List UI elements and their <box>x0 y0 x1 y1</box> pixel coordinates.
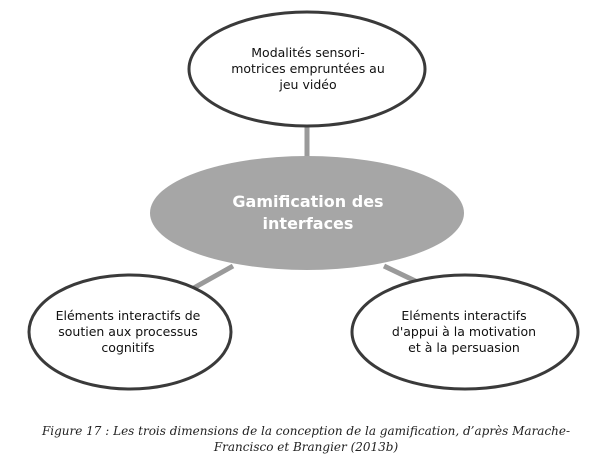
node-left-line-1: Eléments interactifs de <box>55 308 201 323</box>
node-right-line-1: Eléments interactifs <box>401 308 527 323</box>
node-right-ellipse <box>350 273 580 391</box>
figure-caption-line-2: Francisco et Brangier (2013b) <box>213 440 399 454</box>
node-top-ellipse <box>187 10 427 128</box>
node-top: Modalités sensori- motrices empruntées a… <box>205 38 411 100</box>
node-right: Eléments interactifs d'appui à la motiva… <box>362 301 566 363</box>
node-center-text: Gamification des interfaces <box>232 191 383 235</box>
node-top-line-1: Modalités sensori- <box>251 45 365 60</box>
node-left-ellipse <box>27 273 233 391</box>
node-left-text: Eléments interactifs de soutien aux proc… <box>56 308 201 356</box>
node-center-line-1: Gamification des <box>232 192 384 211</box>
node-left-line-2: soutien aux processus <box>58 324 198 339</box>
node-right-text: Eléments interactifs d'appui à la motiva… <box>392 308 536 356</box>
figure-caption-line-1: Figure 17 : Les trois dimensions de la c… <box>41 424 571 438</box>
node-right-line-2: d'appui à la motivation <box>391 324 537 339</box>
node-center: Gamification des interfaces <box>170 184 446 242</box>
node-left-line-3: cognitifs <box>101 340 155 355</box>
node-top-line-3: jeu vidéo <box>279 77 337 92</box>
node-top-line-2: motrices empruntées au <box>231 61 385 76</box>
figure-caption: Figure 17 : Les trois dimensions de la c… <box>0 423 612 455</box>
node-left: Eléments interactifs de soutien aux proc… <box>40 301 216 363</box>
node-center-ellipse <box>150 156 464 270</box>
node-center-line-2: interfaces <box>262 214 354 233</box>
node-right-line-3: et à la persuasion <box>408 340 520 355</box>
node-top-text: Modalités sensori- motrices empruntées a… <box>231 45 385 93</box>
